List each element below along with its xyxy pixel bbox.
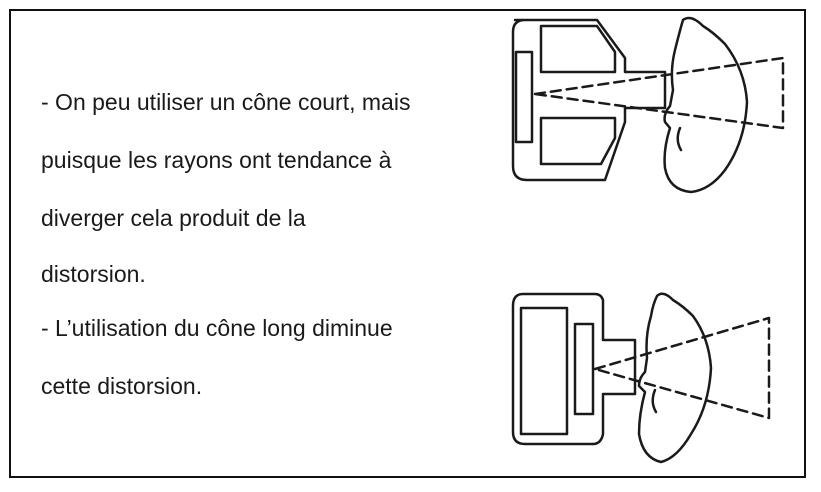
short-cone-diagram [511, 16, 785, 194]
text-line-4: distorsion. [41, 261, 146, 287]
tube-window-short [514, 50, 534, 144]
patient-head-long [637, 292, 713, 464]
ear-long [651, 388, 658, 414]
tube-chamber-upper [539, 24, 617, 74]
xray-tube-short [511, 18, 667, 182]
beam-long [593, 316, 771, 420]
tube-body-panel [519, 306, 569, 436]
text-line-1: - On peu utiliser un cône court, mais [41, 89, 411, 115]
tube-window-long [573, 322, 595, 416]
patient-head-short [663, 16, 749, 194]
text-line-6: cette distorsion. [41, 373, 203, 399]
xray-tube-long [511, 292, 637, 446]
ear-short [676, 126, 683, 152]
tube-chamber-lower [539, 116, 617, 166]
text-line-5: - L’utilisation du cône long diminue [41, 315, 393, 341]
text-line-3: diverger cela produit de la [41, 205, 306, 231]
long-cone-diagram [511, 292, 771, 464]
text-line-2: puisque les rayons ont tendance à [41, 147, 392, 173]
